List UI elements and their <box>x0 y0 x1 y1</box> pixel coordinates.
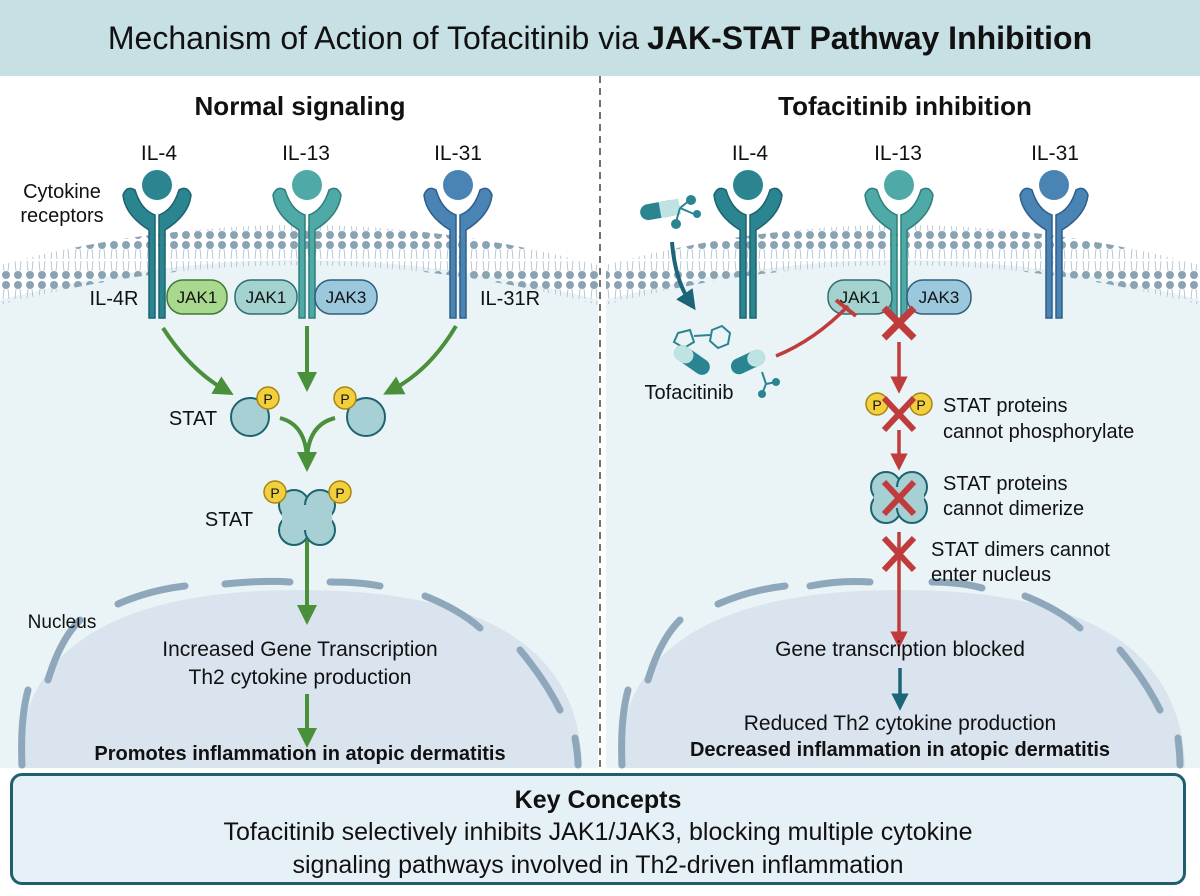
cytokine-label-il31: IL-31 <box>1031 142 1079 165</box>
step1-line1: STAT proteins <box>943 395 1068 417</box>
cytokine-label-il13: IL-13 <box>874 142 922 165</box>
key-concepts-title: Key Concepts <box>514 786 682 814</box>
receptor-il4 <box>122 170 192 319</box>
svg-text:P: P <box>916 397 925 413</box>
receptor-il13 <box>864 170 934 319</box>
svg-text:P: P <box>340 391 349 407</box>
receptor-il13 <box>272 170 342 319</box>
x-mark-dimerization-icon <box>881 479 917 517</box>
x-mark-jak-icon <box>881 305 917 341</box>
jak1-il4: JAK1 <box>166 279 228 315</box>
drug-entry-arrow <box>670 241 696 311</box>
nuclear-envelope <box>18 577 582 769</box>
tofacitinib-capsule-icon <box>640 195 701 229</box>
receptor-il4 <box>713 170 783 319</box>
drug-label: Tofacitinib <box>645 382 734 404</box>
right-panel: Tofacitinib inhibition IL-4 IL-13 IL-31 … <box>606 91 1200 769</box>
inhibition-line <box>775 304 850 358</box>
receptor-il31 <box>1019 170 1089 319</box>
step2-line2: cannot dimerize <box>943 498 1084 520</box>
svg-text:P: P <box>335 485 344 501</box>
cytokine-label-il4: IL-4 <box>141 142 178 165</box>
jak1-il13: JAK1 <box>234 279 298 315</box>
step3-line2: enter nucleus <box>931 564 1051 586</box>
jak1-blocked: JAK1 <box>827 279 893 315</box>
receptor-label-line2: receptors <box>20 205 103 227</box>
inhibition-bar <box>834 298 858 318</box>
left-heading: Normal signaling <box>195 91 406 121</box>
svg-text:P: P <box>270 485 279 501</box>
step1-line2: cannot phosphorylate <box>943 421 1134 443</box>
left-outcome: Promotes inflammation in atopic dermatit… <box>94 743 505 765</box>
svg-text:JAK1: JAK1 <box>840 288 881 307</box>
stat-dimer: P P <box>263 480 352 546</box>
activation-arrows <box>161 324 458 748</box>
cytokine-label-il4: IL-4 <box>732 142 769 165</box>
receptor-label-line1: Cytokine <box>23 181 101 203</box>
cytokine-label-il13: IL-13 <box>282 142 330 165</box>
svg-text:P: P <box>263 391 272 407</box>
key-concepts-box: Key Concepts Tofacitinib selectively inh… <box>10 773 1186 885</box>
svg-text:JAK3: JAK3 <box>919 288 960 307</box>
step3-line1: STAT dimers cannot <box>931 539 1110 561</box>
jak3-il13: JAK3 <box>314 279 378 315</box>
nucleus <box>18 590 582 768</box>
transcription-line2: Th2 cytokine production <box>189 666 412 689</box>
transcription-blocked: Gene transcription blocked <box>775 638 1025 661</box>
svg-text:P: P <box>872 397 881 413</box>
nuclear-envelope <box>618 578 1184 769</box>
stat-label-dimer: STAT <box>205 509 253 531</box>
tofacitinib-capsule-2-icon <box>730 349 780 398</box>
right-outcome: Decreased inflammation in atopic dermati… <box>690 739 1110 761</box>
svg-text:JAK3: JAK3 <box>326 288 367 307</box>
phosphate-blocked: P P <box>865 392 933 416</box>
right-heading: Tofacitinib inhibition <box>778 91 1032 121</box>
svg-text:JAK1: JAK1 <box>177 288 218 307</box>
key-concepts-line2: signaling pathways involved in Th2-drive… <box>292 851 904 879</box>
reduced-production: Reduced Th2 cytokine production <box>744 712 1056 735</box>
stat-monomer-left: P <box>230 386 280 437</box>
title-bold: JAK-STAT Pathway Inhibition <box>647 19 1093 56</box>
transcription-line1: Increased Gene Transcription <box>162 638 437 661</box>
jak3-blocked: JAK3 <box>906 279 972 315</box>
title-regular: Mechanism of Action of Tofacitinib via <box>107 19 640 56</box>
receptor-il31 <box>423 170 493 319</box>
pathway-diagram: Normal signaling IL-4 IL-13 IL-31 Cytoki… <box>0 76 1200 769</box>
il31r-label: IL-31R <box>480 288 540 310</box>
il4r-label: IL-4R <box>90 288 139 310</box>
stat-label-monomer: STAT <box>169 408 217 430</box>
figure-title: Mechanism of Action of Tofacitinib via J… <box>0 0 1200 76</box>
key-concepts-line1: Tofacitinib selectively inhibits JAK1/JA… <box>223 818 973 846</box>
x-mark-nuclear-entry-icon <box>881 535 917 573</box>
step2-line1: STAT proteins <box>943 473 1068 495</box>
stat-monomer-right: P <box>333 386 386 437</box>
x-mark-phosphorylation-icon <box>881 395 917 433</box>
tofacitinib-molecule-icon <box>672 324 732 375</box>
left-panel: Normal signaling IL-4 IL-13 IL-31 Cytoki… <box>0 76 598 769</box>
cytokine-label-il31: IL-31 <box>434 142 482 165</box>
nucleus-label: Nucleus <box>28 612 97 633</box>
svg-text:JAK1: JAK1 <box>246 288 287 307</box>
